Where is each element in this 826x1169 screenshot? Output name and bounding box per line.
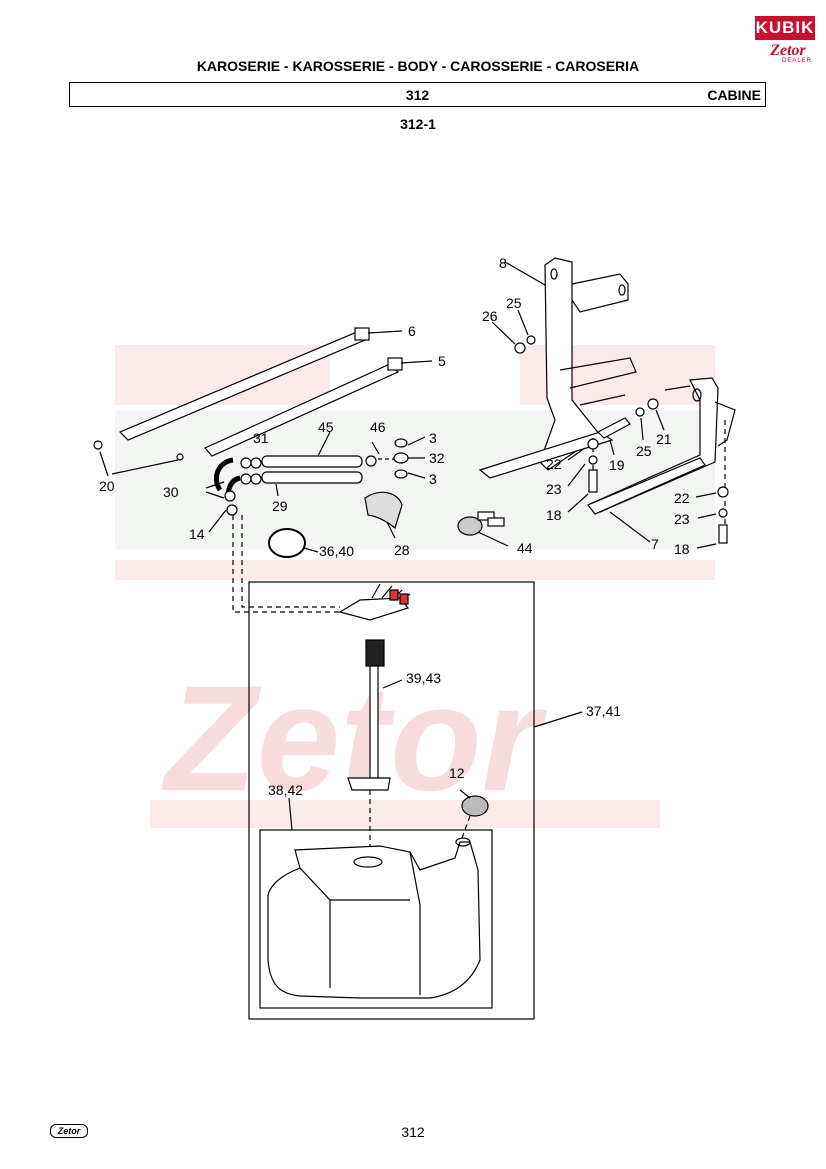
callout-3-bottom: 3 (429, 471, 437, 487)
callout-12: 12 (449, 765, 465, 781)
callout-22-right: 22 (674, 490, 690, 506)
callout-8: 8 (499, 255, 507, 271)
callout-30: 30 (163, 484, 179, 500)
callout-3-top: 3 (429, 430, 437, 446)
callout-20: 20 (99, 478, 115, 494)
callout-39-43: 39,43 (406, 670, 441, 686)
callout-28: 28 (394, 542, 410, 558)
group-number: 312 (405, 87, 430, 103)
footer-zetor-logo: Zetor (50, 1124, 88, 1138)
callout-25-right: 25 (636, 443, 652, 459)
callout-46: 46 (370, 419, 386, 435)
callout-26: 26 (482, 308, 498, 324)
callout-25: 25 (506, 295, 522, 311)
figure-number: 312-1 (400, 116, 436, 132)
callout-23-right: 23 (674, 511, 690, 527)
callout-32: 32 (429, 450, 445, 466)
page-number: 312 (401, 1124, 425, 1140)
drawing-lines (93, 257, 736, 1020)
group-title-bar: 312 CABINE (69, 82, 766, 107)
callout-21: 21 (656, 431, 672, 447)
zetor-logo: Zetor (770, 42, 806, 59)
callout-18-left: 18 (546, 507, 562, 523)
callout-38-42: 38,42 (268, 782, 303, 798)
callout-7: 7 (651, 536, 659, 552)
watermark-zetor-logo: Zetor (161, 654, 548, 822)
callout-18-right: 18 (674, 541, 690, 557)
callout-36-40: 36,40 (319, 543, 354, 559)
callout-23-left: 23 (546, 481, 562, 497)
kubik-logo: KUBIK (755, 16, 815, 40)
callout-37-41: 37,41 (586, 703, 621, 719)
section-name: CABINE (707, 87, 761, 103)
callout-5: 5 (438, 353, 446, 369)
page-heading: KAROSERIE - KAROSSERIE - BODY - CAROSSER… (196, 58, 640, 74)
callout-labels: 8 25 26 6 5 31 45 46 3 32 3 20 30 29 14 … (99, 255, 690, 798)
callout-22-left: 22 (546, 456, 562, 472)
callout-31: 31 (253, 430, 269, 446)
callout-29: 29 (272, 498, 288, 514)
callout-14: 14 (189, 526, 205, 542)
callout-19: 19 (609, 457, 625, 473)
callout-45: 45 (318, 419, 334, 435)
callout-44: 44 (517, 540, 533, 556)
dealer-logo-text: DEALER (782, 58, 813, 64)
callout-6: 6 (408, 323, 416, 339)
